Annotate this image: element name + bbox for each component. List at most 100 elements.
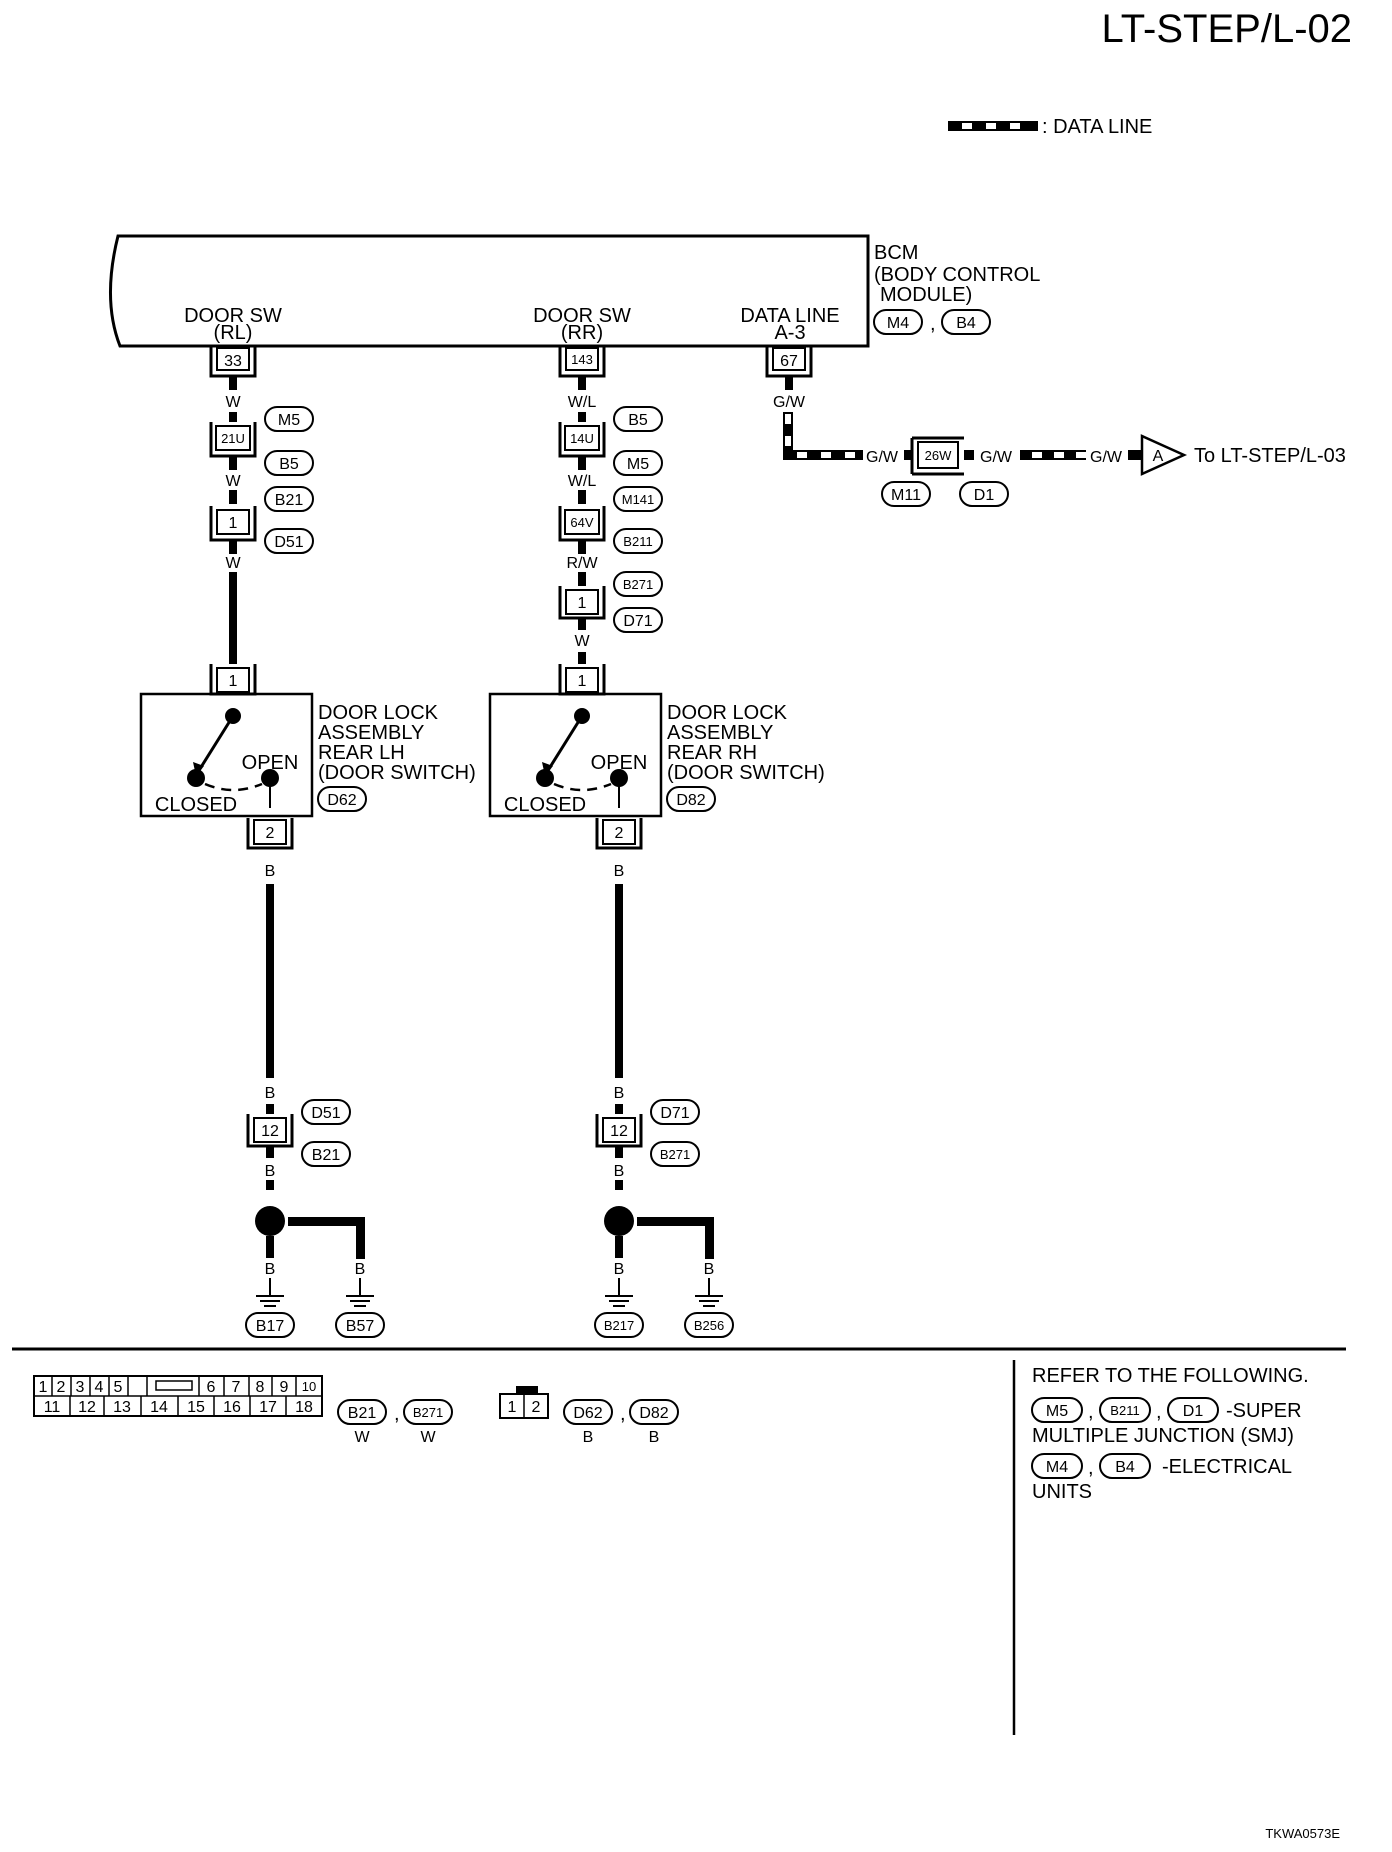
svg-text:W: W	[420, 1429, 436, 1446]
svg-text:12: 12	[610, 1123, 628, 1140]
bcm-line-1: BCM	[874, 242, 918, 264]
svg-text:B21: B21	[275, 492, 304, 509]
left-wire-3: W	[225, 555, 241, 572]
svg-text:15: 15	[187, 1399, 205, 1416]
svg-text:,: ,	[394, 1403, 400, 1425]
svg-text:4: 4	[95, 1379, 104, 1396]
svg-text:UNITS: UNITS	[1032, 1481, 1092, 1503]
svg-text:7: 7	[232, 1379, 241, 1396]
svg-text:D62: D62	[573, 1405, 602, 1422]
svg-text:B4: B4	[1115, 1459, 1135, 1476]
svg-text:1: 1	[39, 1379, 48, 1396]
left-switch-open: OPEN	[242, 752, 299, 774]
bcm-mid-label-2: (RR)	[561, 322, 603, 344]
ground-b217: B217	[604, 1318, 634, 1333]
svg-text:11: 11	[44, 1399, 61, 1416]
door-switch-lh	[139, 692, 314, 818]
refer-section: REFER TO THE FOLLOWING. M5 , B211 , D1 -…	[1031, 1365, 1309, 1503]
svg-text:ASSEMBLY: ASSEMBLY	[667, 722, 773, 744]
svg-text:12: 12	[261, 1123, 279, 1140]
svg-text:D1: D1	[1183, 1403, 1204, 1420]
svg-text:(DOOR SWITCH): (DOOR SWITCH)	[667, 762, 825, 784]
svg-text:2: 2	[615, 825, 624, 842]
svg-text:REAR RH: REAR RH	[667, 742, 757, 764]
bcm-left-label-2: (RL)	[214, 322, 253, 344]
right-switch-open: OPEN	[591, 752, 648, 774]
svg-text:M5: M5	[278, 412, 300, 429]
svg-text:8: 8	[256, 1379, 265, 1396]
bcm-pin-143: 143	[558, 346, 606, 378]
bcm-line-2: (BODY CONTROL	[874, 264, 1040, 286]
bcm-box: BCM (BODY CONTROL MODULE) M4 , B4 DOOR S…	[108, 234, 1040, 348]
right-wire-7: B	[614, 1163, 625, 1180]
svg-text:M11: M11	[891, 487, 921, 504]
svg-text:B21: B21	[312, 1147, 341, 1164]
svg-text:,: ,	[1156, 1401, 1162, 1423]
svg-text:14: 14	[150, 1399, 168, 1416]
svg-text:M141: M141	[622, 492, 655, 507]
svg-text:2: 2	[57, 1379, 66, 1396]
svg-text:6: 6	[207, 1379, 216, 1396]
left-wire-4: B	[265, 863, 276, 880]
svg-text:B271: B271	[623, 577, 653, 592]
bcm-right-label-2: A-3	[774, 322, 805, 344]
svg-text:M5: M5	[1046, 1403, 1068, 1420]
bcm-pin-67: 67	[765, 346, 813, 378]
data-junction: 26W	[925, 448, 952, 463]
bcm-right-label: DATA LINE	[740, 305, 839, 327]
refer-heading: REFER TO THE FOLLOWING.	[1032, 1365, 1309, 1387]
left-wire-5: B	[265, 1085, 276, 1102]
svg-text:143: 143	[571, 352, 593, 367]
connector-18-pin: 1 2 3 4 5 6 7 8 9 10 11 12 13 14 15 16 1…	[33, 1375, 453, 1446]
svg-text:B: B	[704, 1261, 715, 1278]
bcm-mid-label: DOOR SW	[533, 305, 631, 327]
left-wire-2: W	[225, 473, 241, 490]
data-wire-1: G/W	[773, 394, 806, 411]
svg-text:,: ,	[1088, 1401, 1094, 1423]
svg-text:REAR LH: REAR LH	[318, 742, 405, 764]
svg-text:D51: D51	[311, 1105, 340, 1122]
right-wire-4: W	[574, 633, 590, 650]
svg-text:DOOR LOCK: DOOR LOCK	[318, 702, 439, 724]
right-wire-6: B	[614, 1085, 625, 1102]
svg-text:B: B	[355, 1261, 366, 1278]
left-wire-1: W	[225, 394, 241, 411]
svg-text:9: 9	[280, 1379, 289, 1396]
left-junction-2: 1	[229, 515, 238, 532]
connector-2-pin: 1 2 D62 , D82 B B	[499, 1386, 679, 1446]
svg-text:18: 18	[295, 1399, 313, 1416]
data-wire-4: G/W	[1090, 449, 1123, 466]
svg-text:B: B	[614, 1261, 625, 1278]
ground-b17: B17	[256, 1318, 285, 1335]
svg-text:B211: B211	[1110, 1403, 1139, 1418]
data-wire-3: G/W	[980, 449, 1013, 466]
left-circuit: W 21U M5 B5 W 1 B21 D51 W 1	[139, 376, 476, 1338]
svg-text:-ELECTRICAL: -ELECTRICAL	[1162, 1456, 1292, 1478]
bcm-tag-1	[873, 309, 923, 335]
svg-text:2: 2	[266, 825, 275, 842]
footer-code: TKWA0573E	[1265, 1826, 1340, 1841]
svg-text:10: 10	[302, 1379, 316, 1394]
svg-text:33: 33	[224, 353, 242, 370]
svg-text:1: 1	[578, 673, 587, 690]
svg-text:M4: M4	[1046, 1459, 1068, 1476]
svg-text:DOOR LOCK: DOOR LOCK	[667, 702, 788, 724]
svg-text:M5: M5	[627, 456, 649, 473]
svg-text:D62: D62	[327, 792, 356, 809]
to-next-page: To LT-STEP/L-03	[1194, 445, 1346, 467]
right-junction-2: 64V	[570, 515, 593, 530]
page-id: LT-STEP/L-02	[1102, 7, 1352, 51]
right-junction-1: 14U	[570, 431, 594, 446]
svg-text:67: 67	[780, 353, 798, 370]
ground-b256: B256	[694, 1318, 724, 1333]
svg-text:B: B	[265, 1261, 276, 1278]
data-line-legend: : DATA LINE	[948, 116, 1152, 138]
svg-text:B: B	[649, 1429, 660, 1446]
bcm-line-3: MODULE)	[880, 284, 972, 306]
svg-text:1: 1	[508, 1399, 517, 1416]
svg-text:B5: B5	[628, 412, 648, 429]
svg-text:5: 5	[114, 1379, 123, 1396]
bcm-tag-2-text: B4	[956, 315, 976, 332]
svg-text:B271: B271	[413, 1405, 443, 1420]
right-wire-2: W/L	[568, 473, 597, 490]
